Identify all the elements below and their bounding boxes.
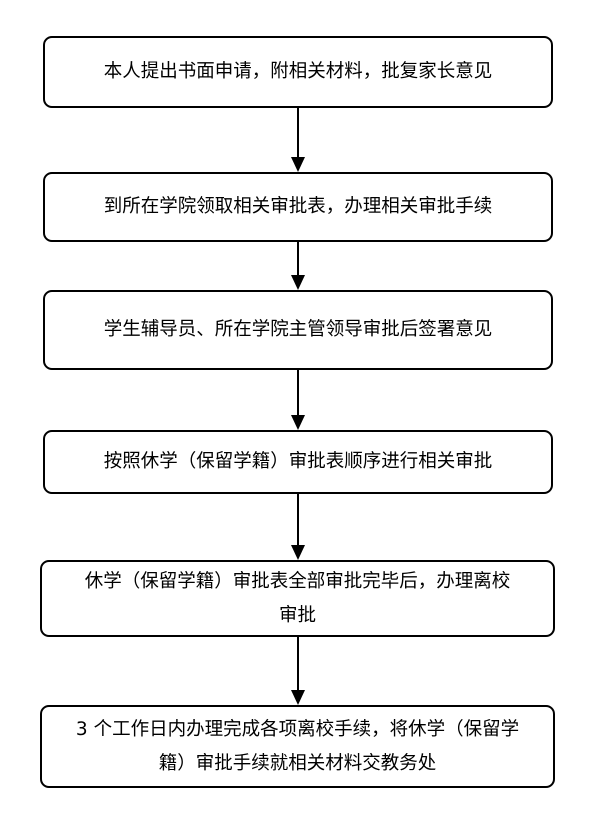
flow-step-6: 3 个工作日内办理完成各项离校手续，将休学（保留学籍）审批手续就相关材料交教务处 — [40, 705, 555, 788]
flow-step-1-text: 本人提出书面申请，附相关材料，批复家长意见 — [103, 61, 493, 82]
flow-step-3-text: 学生辅导员、所在学院主管领导审批后签署意见 — [103, 319, 493, 340]
flow-step-2-text: 到所在学院领取相关审批表，办理相关审批手续 — [103, 196, 493, 217]
down-arrow-1 — [291, 108, 305, 172]
flow-step-2: 到所在学院领取相关审批表，办理相关审批手续 — [43, 172, 553, 242]
flow-step-6-text: 3 个工作日内办理完成各项离校手续，将休学（保留学籍）审批手续就相关材料交教务处 — [75, 718, 520, 774]
down-arrow-2 — [291, 242, 305, 290]
down-arrow-4 — [291, 494, 305, 560]
flow-step-4: 按照休学（保留学籍）审批表顺序进行相关审批 — [43, 430, 553, 494]
flow-step-4-text: 按照休学（保留学籍）审批表顺序进行相关审批 — [103, 451, 493, 472]
flow-step-3: 学生辅导员、所在学院主管领导审批后签署意见 — [43, 290, 553, 370]
flow-step-5-text: 休学（保留学籍）审批表全部审批完毕后，办理离校审批 — [84, 570, 511, 626]
down-arrow-5 — [291, 637, 305, 705]
down-arrow-3 — [291, 370, 305, 430]
flow-step-1: 本人提出书面申请，附相关材料，批复家长意见 — [43, 36, 553, 108]
flow-step-5: 休学（保留学籍）审批表全部审批完毕后，办理离校审批 — [40, 560, 555, 637]
